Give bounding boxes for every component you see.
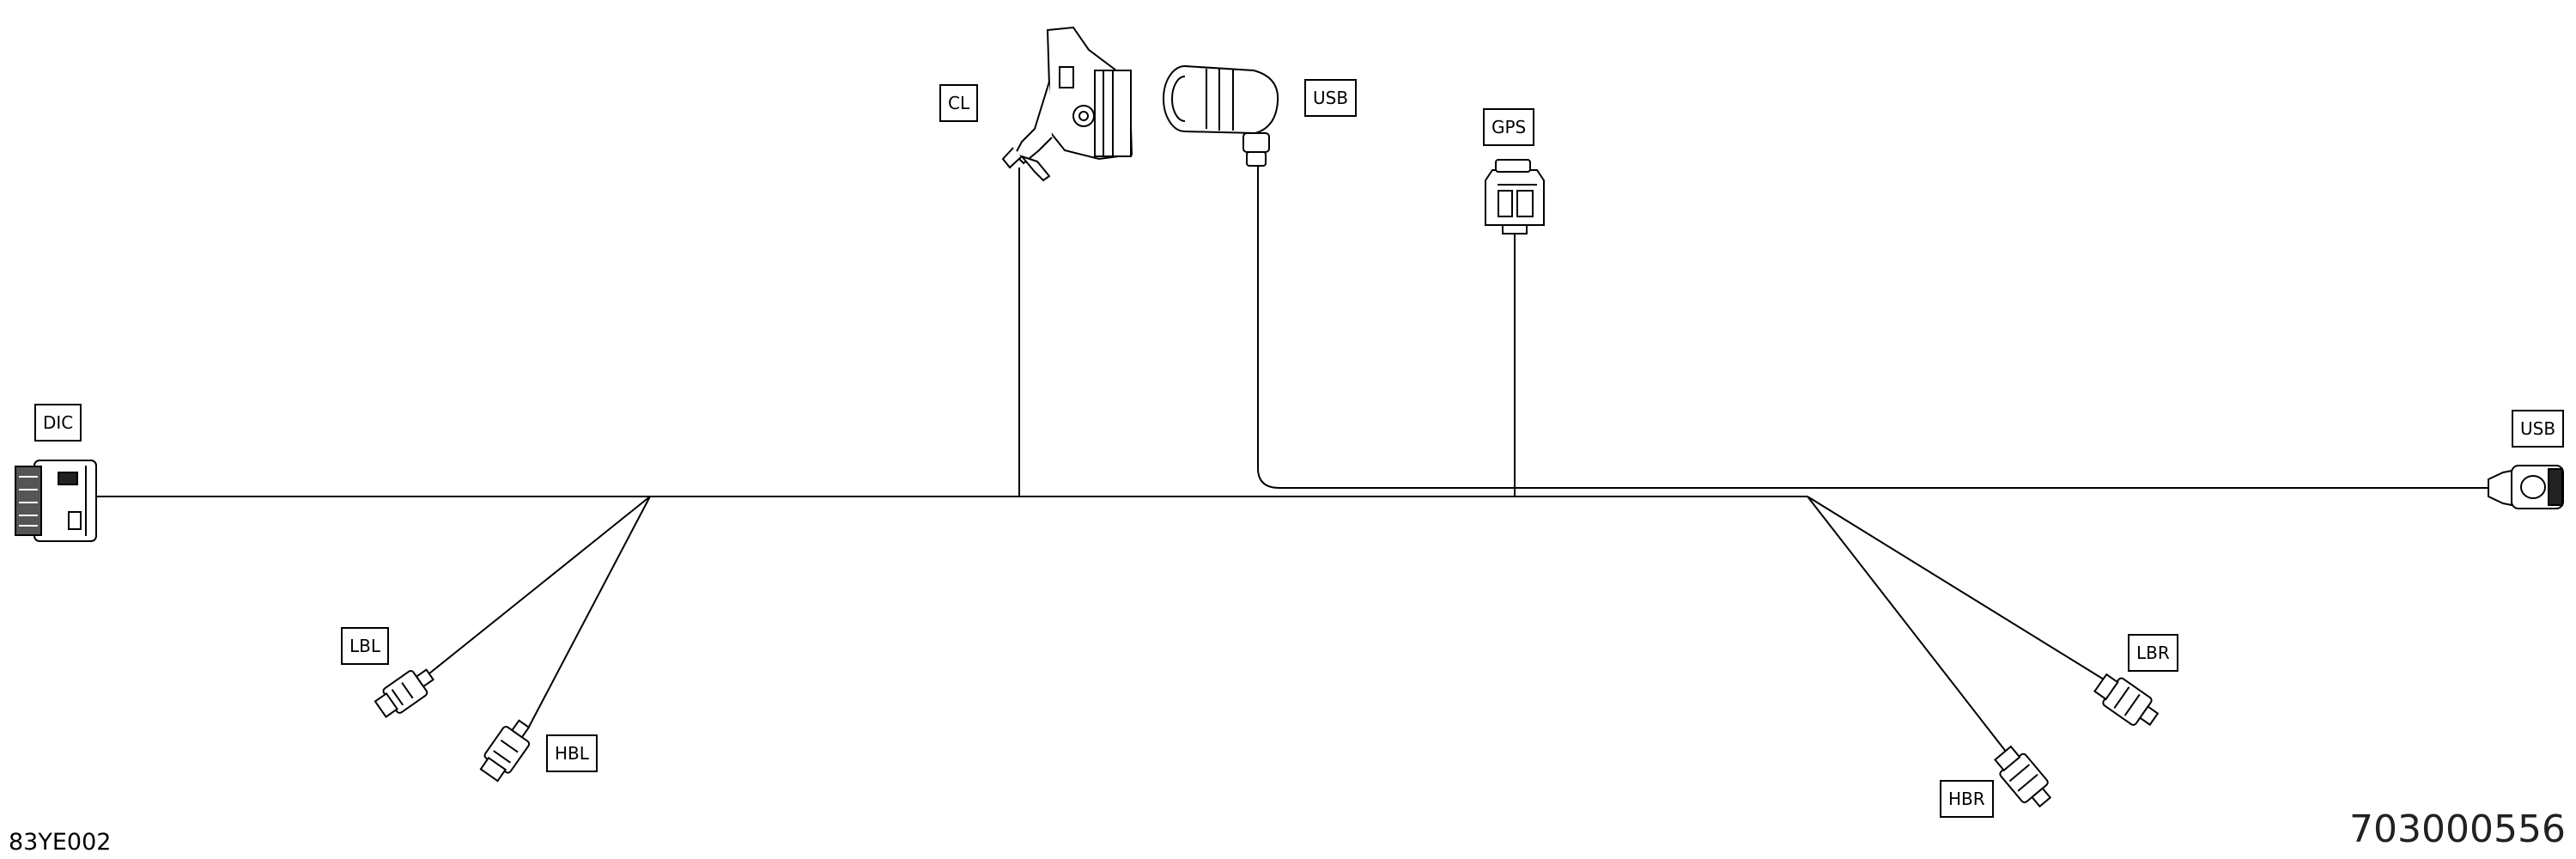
lbl-connector-icon xyxy=(374,668,434,718)
label-usb-top: USB xyxy=(1304,79,1358,117)
lbl-wire xyxy=(428,496,651,674)
lbr-connector-icon xyxy=(2093,673,2160,727)
figure-code: 83YE002 xyxy=(9,829,112,856)
usb-top-connector-icon xyxy=(1163,65,1279,167)
gps-connector-icon xyxy=(1485,159,1545,235)
cl-connector-icon xyxy=(1001,26,1133,182)
label-lbl: LBL xyxy=(341,627,390,665)
part-number: 703000556 xyxy=(2349,807,2566,851)
label-lbr: LBR xyxy=(2128,634,2178,672)
label-hbr: HBR xyxy=(1940,780,1994,818)
label-cl: CL xyxy=(939,84,979,122)
dic-connector-icon xyxy=(15,460,97,542)
hbl-wire xyxy=(527,496,651,729)
usb-right-connector-icon xyxy=(2488,465,2564,509)
label-hbl: HBL xyxy=(546,734,598,772)
hbr-connector-icon xyxy=(1994,745,2052,808)
hbr-wire xyxy=(1807,496,2010,757)
lbr-wire xyxy=(1807,496,2109,683)
hbl-connector-icon xyxy=(479,719,531,783)
label-usb-right: USB xyxy=(2512,410,2565,448)
usb-wire xyxy=(1257,163,2488,489)
label-dic: DIC xyxy=(34,404,82,442)
label-gps: GPS xyxy=(1483,108,1535,146)
